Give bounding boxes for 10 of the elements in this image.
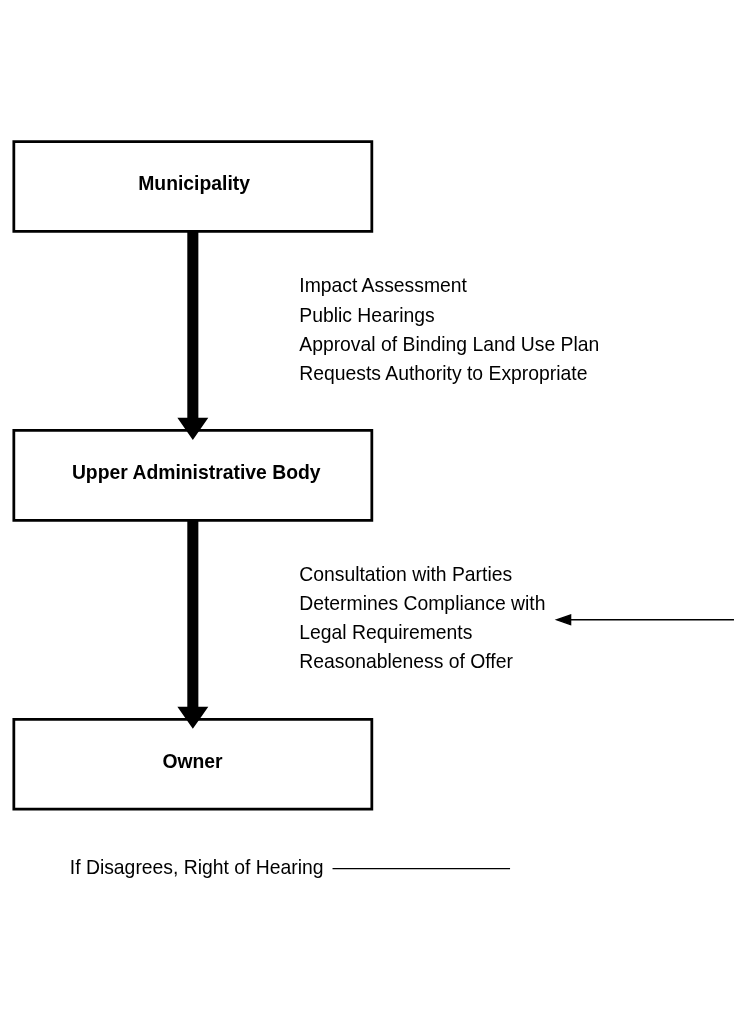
node-text: Consultation with Parties Determines Compliance with Legal Requirements Reasonableness of Offer [299,563,546,673]
connector [331,867,511,870]
arrow [177,231,209,440]
node-text: Impact Assessment Public Hearings Approval of Binding Land Use Plan Requests Authority to Expropriate [299,274,600,384]
arrow [554,613,735,626]
node-box: Municipality [12,140,374,233]
arrow [177,520,209,729]
node-box: Upper Administrative Body [12,429,374,522]
node-text: If Disagrees, Right of Hearing [69,856,324,879]
node-box: Owner [12,717,374,811]
